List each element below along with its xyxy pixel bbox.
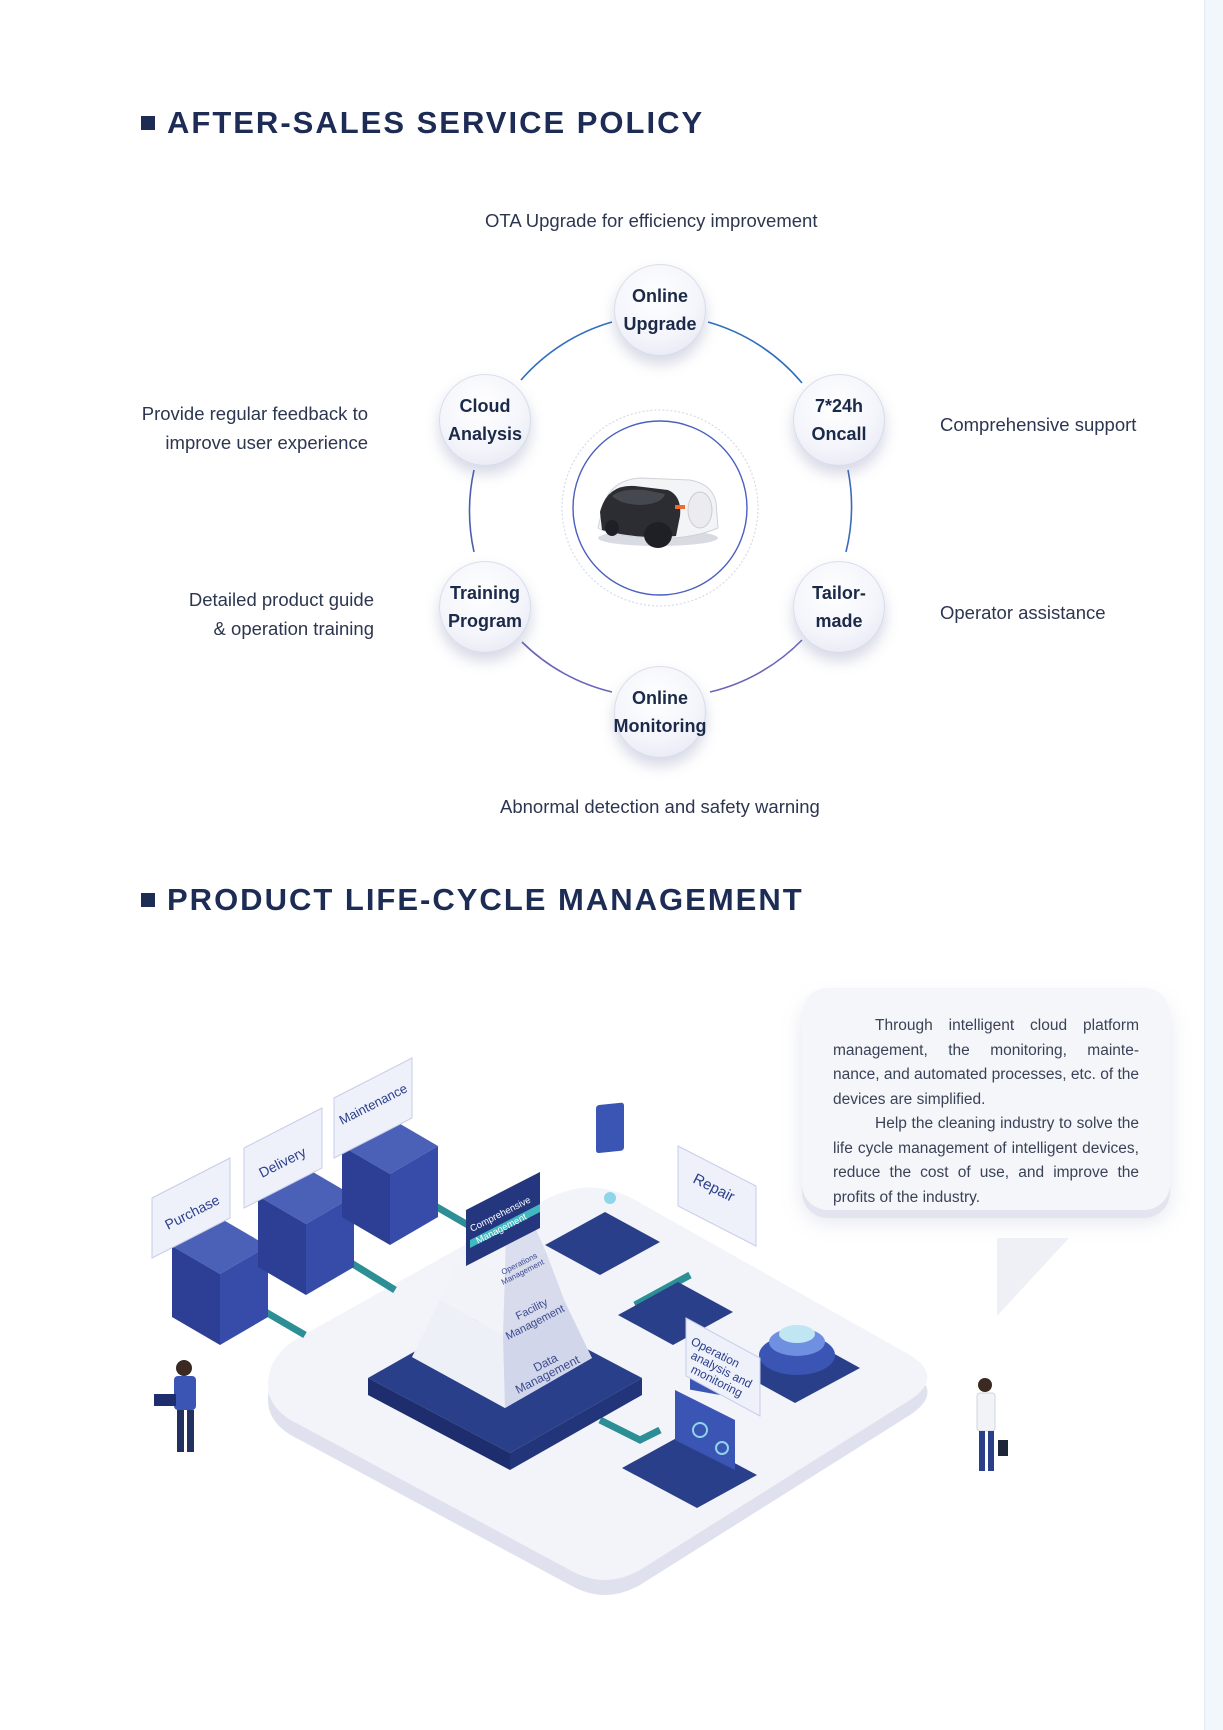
arc-top-right (707, 321, 803, 384)
ota-upgrade-label: OTA Upgrade for efficiency improvement (485, 210, 818, 231)
pad-monitoring (622, 1390, 757, 1508)
speech-bubble-tail (997, 1238, 1069, 1316)
bubble-text: Through intelligent cloud platform manag… (833, 1014, 1139, 1210)
node-training-program: Training Program (439, 561, 531, 653)
comprehensive-support-label: Comprehensive support (940, 414, 1137, 435)
arc-bottom-left (521, 641, 613, 693)
arc-right (845, 469, 853, 553)
card-purchase: Purchase (151, 1157, 231, 1259)
arc-top-left (520, 321, 613, 381)
node-online-upgrade: Online Upgrade (614, 264, 706, 356)
abnormal-detection-label: Abnormal detection and safety warning (500, 796, 820, 817)
person-businessman-icon (976, 1378, 1008, 1471)
pad-mobile (545, 1102, 660, 1275)
node-online-monitoring: Online Monitoring (614, 666, 707, 758)
node-tailor-made: Tailor- made (793, 561, 885, 653)
server-cube-maintenance (342, 1118, 438, 1245)
info-speech-bubble (802, 988, 1170, 1210)
title-square-icon (141, 893, 155, 907)
node-cloud-analysis: Cloud Analysis (439, 374, 531, 466)
arc-bottom-right (709, 639, 803, 693)
node-7x24h-oncall: 7*24h Oncall (793, 374, 885, 466)
title-square-icon (141, 116, 155, 130)
product-guide-label: Detailed product guide & operation train… (188, 589, 374, 639)
after-sales-title: AFTER-SALES SERVICE POLICY (141, 105, 704, 141)
card-delivery: Delivery (243, 1107, 323, 1209)
bubble-paragraph-1: Through intelligent cloud platform manag… (833, 1017, 1139, 1108)
card-repair: Repair (677, 1145, 757, 1247)
feedback-label: Provide regular feedback to improve user… (141, 403, 368, 453)
arc-left (468, 469, 475, 553)
life-cycle-title: PRODUCT LIFE-CYCLE MANAGEMENT (141, 882, 804, 918)
card-operation (685, 1317, 761, 1417)
robot-mower-icon (597, 477, 719, 548)
service-ring-diagram (468, 321, 853, 693)
pad-cylinder (735, 1325, 860, 1403)
pyramid (368, 1172, 642, 1470)
operator-assistance-label: Operator assistance (940, 602, 1106, 623)
person-laptop-icon (154, 1360, 196, 1452)
bubble-paragraph-2: Help the cleaning industry to solve the … (833, 1115, 1139, 1206)
page-edge-strip (1204, 0, 1223, 1730)
